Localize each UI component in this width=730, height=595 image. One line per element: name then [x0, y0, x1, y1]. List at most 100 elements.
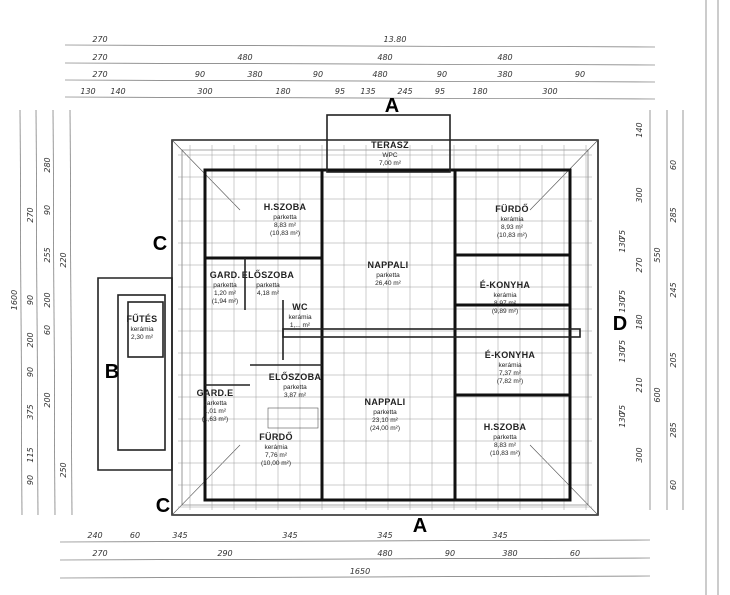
dimension-label: 90 [43, 205, 52, 215]
dimension-label: 90 [445, 549, 455, 558]
dimension-label: 220 [59, 252, 68, 267]
walls [117, 114, 581, 502]
room-floor: kerámia [264, 444, 288, 451]
room-floor: parketta [273, 214, 297, 221]
room-name: ELŐSZOBA [242, 269, 295, 280]
dimension-label: 285 [669, 207, 678, 222]
dimension-label: 300 [197, 87, 212, 96]
dimension-label: 90 [313, 70, 323, 79]
section-mark: A [385, 95, 399, 117]
dimension-label: 245 [669, 282, 678, 297]
dimension-label: 90 [26, 367, 35, 377]
room-name: É-KONYHA [485, 350, 536, 360]
room-area: 7,37 m² [499, 370, 522, 377]
room-floor: kerámia [498, 362, 522, 369]
dimension-label: 480 [377, 53, 392, 62]
dimension-label: 200 [43, 292, 52, 307]
dimension-label: 480 [372, 70, 387, 79]
dimension-label: 130 [618, 347, 627, 362]
dimension-label: 75 [618, 230, 627, 240]
room-name: GARD.E [197, 388, 234, 398]
room-floor: parketta [373, 409, 397, 416]
dimension-label: 140 [635, 122, 644, 137]
dimension-label: 345 [492, 531, 507, 540]
dimension-label: 240 [87, 531, 102, 540]
dimension-label: 380 [247, 70, 262, 79]
dimension-label: 75 [618, 405, 627, 415]
room-area: 1,01 m² [204, 408, 227, 415]
dimension-label: 205 [669, 352, 678, 367]
dimension-label: 270 [92, 53, 107, 62]
room-floor: parketta [203, 400, 227, 407]
room-area: 1,20 m² [214, 290, 237, 297]
dimension-lines [19, 0, 719, 595]
dimension-label: 300 [542, 87, 557, 96]
tile-grid [178, 145, 592, 510]
room-floor: parketta [283, 384, 307, 391]
dimension-label: 380 [502, 549, 517, 558]
dimension-label: 300 [635, 447, 644, 462]
dimension-label: 180 [472, 87, 487, 96]
dimension-label: 480 [237, 53, 252, 62]
room-floor: WPC [382, 152, 397, 159]
dimension-label: 480 [377, 549, 392, 558]
dimension-label: 250 [59, 462, 68, 477]
dimension-label: 95 [335, 87, 345, 96]
room-name: FÜRDŐ [259, 431, 293, 442]
room-area: 8,93 m² [501, 224, 524, 231]
dimension-label: 75 [618, 290, 627, 300]
section-mark: D [613, 313, 627, 335]
dimension-label: 600 [653, 387, 662, 402]
room-name: WC [292, 302, 308, 312]
dimension-label: 135 [360, 87, 375, 96]
room-gross-area: (10,83 m²) [497, 232, 527, 239]
room-floor: kerámia [500, 216, 524, 223]
dimension-label: 90 [26, 295, 35, 305]
dimension-label: 60 [570, 549, 580, 558]
room-name: FŰTÉS [126, 313, 157, 324]
dimension-label: 345 [172, 531, 187, 540]
dimension-label: 140 [110, 87, 125, 96]
dimension-label: 60 [130, 531, 140, 540]
dimension-label: 270 [92, 35, 107, 44]
room-floor: kerámia [493, 292, 517, 299]
dimension-label: 345 [282, 531, 297, 540]
dimension-label: 480 [497, 53, 512, 62]
dimension-label: 245 [397, 87, 412, 96]
dimension-label: 270 [92, 70, 107, 79]
dimension-label: 1650 [350, 567, 370, 576]
room-name: TERASZ [371, 140, 409, 150]
room-area: 7,76 m² [265, 452, 288, 459]
dimension-label: 180 [635, 314, 644, 329]
dimension-label: 60 [43, 325, 52, 335]
room-floor: kerámia [130, 326, 154, 333]
dimension-label: 130 [618, 237, 627, 252]
room-name: H.SZOBA [484, 422, 527, 432]
dimension-label: 90 [575, 70, 585, 79]
section-mark: C [156, 495, 170, 517]
dimension-label: 1600 [10, 290, 19, 310]
dimension-label: 180 [275, 87, 290, 96]
dimension-label: 375 [26, 404, 35, 419]
dimension-label: 290 [217, 549, 232, 558]
room-name: FÜRDŐ [495, 203, 529, 214]
room-gross-area: (24,00 m²) [370, 425, 400, 432]
room-floor: parketta [493, 434, 517, 441]
room-area: 8,83 m² [494, 442, 517, 449]
dimension-label: 380 [497, 70, 512, 79]
dimension-label: 550 [653, 247, 662, 262]
room-gross-area: (1,63 m²) [202, 416, 228, 423]
dimension-label: 60 [669, 160, 678, 170]
room-gross-area: (10,00 m²) [261, 460, 291, 467]
